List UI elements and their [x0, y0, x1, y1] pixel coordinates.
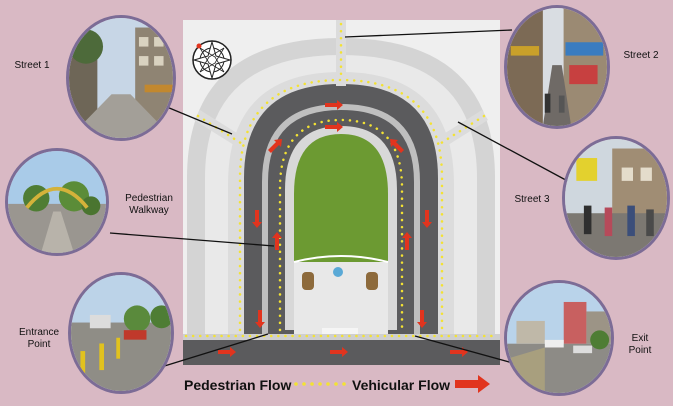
- photo-exit-point: [504, 280, 614, 396]
- label-street2: Street 2: [623, 50, 659, 61]
- photo-street1: [66, 15, 176, 141]
- label-entrance-line2: Point: [27, 339, 51, 350]
- vehicle-arrow: [218, 347, 236, 357]
- fountain: [333, 267, 343, 277]
- legend-pedestrian-dots: [294, 382, 346, 386]
- label-pedestrian-walkway: Pedestrian Walkway: [110, 193, 188, 217]
- label-street3: Street 3: [514, 194, 550, 205]
- photo-entrance-point: [68, 272, 174, 394]
- label-exit-point: Exit Point: [612, 333, 668, 357]
- vehicle-arrow: [325, 100, 343, 110]
- street1-ped: [196, 114, 246, 147]
- pedestrian-flow-dots: [184, 22, 500, 338]
- compass-rose-icon: [192, 40, 232, 80]
- outer-ped-loop: [238, 78, 444, 332]
- legend-vehicular-flow: Vehicular Flow: [352, 377, 451, 393]
- leader-street3: [457, 121, 576, 186]
- vehicle-arrow: [268, 139, 282, 153]
- legend-pedestrian-flow: Pedestrian Flow: [184, 377, 292, 393]
- vehicle-arrow: [325, 122, 343, 132]
- entrance-gate: [322, 328, 358, 336]
- vehicle-arrow: [255, 310, 265, 328]
- leader-street2: [344, 29, 513, 38]
- vehicle-arrow: [252, 210, 262, 228]
- label-street1: Street 1: [14, 60, 50, 71]
- street3-path: [434, 110, 488, 150]
- vehicle-arrow: [417, 310, 427, 328]
- inner-ped-loop: [278, 118, 404, 332]
- label-exit-line2: Point: [628, 345, 652, 356]
- label-pedestrian-walkway-line2: Walkway: [129, 205, 169, 216]
- photo-street2: [504, 5, 610, 129]
- photo-pedestrian-walkway: [5, 148, 109, 256]
- vehicle-arrow: [402, 232, 412, 250]
- label-pedestrian-walkway-line1: Pedestrian: [125, 193, 173, 204]
- leader-exit: [414, 335, 521, 366]
- label-exit-line1: Exit: [631, 333, 649, 344]
- planter-right: [366, 272, 378, 290]
- leader-walkway: [109, 232, 275, 247]
- street3-ped: [436, 114, 486, 147]
- vehicle-arrow: [390, 139, 404, 153]
- label-entrance-point: Entrance Point: [10, 327, 68, 351]
- photo-street3: [562, 136, 670, 260]
- planter-left: [302, 272, 314, 290]
- arrow-right-icon: [455, 375, 490, 393]
- label-entrance-line1: Entrance: [18, 327, 60, 338]
- vehicle-arrow: [422, 210, 432, 228]
- plaza-arc: [293, 255, 389, 263]
- vehicle-arrow: [330, 347, 348, 357]
- vehicle-arrow: [272, 232, 282, 250]
